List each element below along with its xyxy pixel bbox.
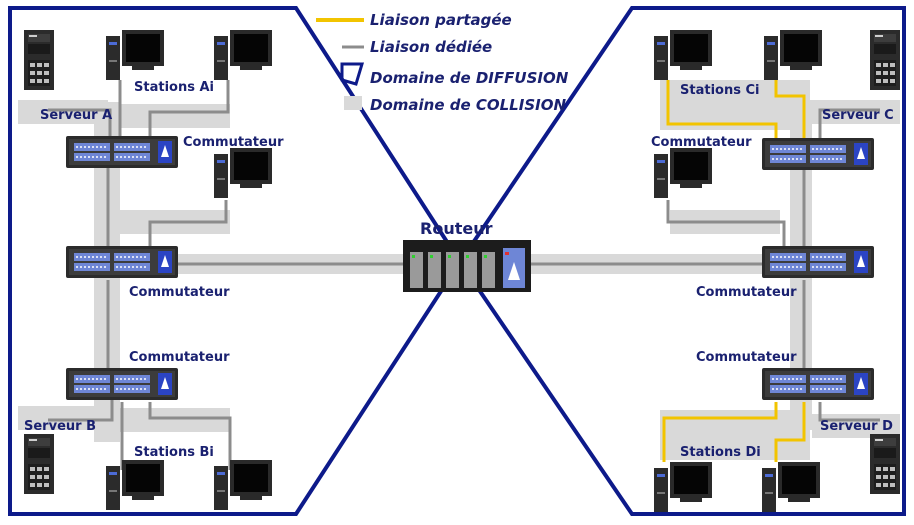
station-ci-2-icon (764, 30, 822, 80)
station-bi-2-icon (214, 460, 272, 510)
switch-left-bottom-label: Commutateur (129, 350, 230, 365)
dedicated-links-left (48, 80, 405, 470)
server-b-label: Serveur B (24, 419, 96, 434)
switch-left-bottom-icon (65, 367, 179, 401)
switch-right-top-label: Commutateur (651, 135, 752, 150)
legend-broadcast-label: Domaine de DIFFUSION (370, 69, 569, 87)
server-d-icon (870, 434, 900, 494)
server-c-icon (870, 30, 900, 90)
switch-right-top-icon (761, 137, 875, 171)
broadcast-domain-borders (8, 6, 906, 516)
switch-left-top-icon (65, 135, 179, 169)
router-icon (403, 240, 531, 292)
station-ai-2-icon (214, 30, 272, 80)
legend: Liaison partagée Liaison dédiée Domaine … (316, 11, 569, 114)
legend-broadcast-swatch (340, 62, 365, 86)
switch-left-mid-icon (65, 245, 179, 279)
switch-right-bottom-label: Commutateur (696, 350, 797, 365)
station-ai-1-icon (106, 30, 164, 80)
server-a-label: Serveur A (40, 108, 112, 123)
station-bi-1-icon (106, 460, 164, 510)
station-di-1-icon (654, 462, 712, 512)
switch-left-mid-label: Commutateur (129, 285, 230, 300)
legend-collision-swatch (344, 96, 362, 110)
server-d-label: Serveur D (820, 419, 893, 434)
legend-dedicated-label: Liaison dédiée (370, 38, 492, 56)
server-c-label: Serveur C (822, 108, 894, 123)
legend-shared-label: Liaison partagée (370, 11, 512, 29)
shared-links (662, 80, 806, 462)
stations-ai-label: Stations Ai (134, 80, 214, 95)
switch-right-bottom-icon (761, 367, 875, 401)
stations-bi-label: Stations Bi (134, 445, 214, 460)
station-di-2-icon (762, 462, 820, 512)
station-left-mid-icon (214, 148, 272, 198)
dedicated-links-right (528, 108, 880, 422)
server-a-icon (24, 30, 54, 90)
legend-collision-label: Domaine de COLLISION (370, 96, 566, 114)
switch-right-mid-label: Commutateur (696, 285, 797, 300)
station-right-mid-icon (654, 148, 712, 198)
server-b-icon (24, 434, 54, 494)
station-ci-1-icon (654, 30, 712, 80)
stations-di-label: Stations Di (680, 445, 761, 460)
switch-left-top-label: Commutateur (183, 135, 284, 150)
stations-ci-label: Stations Ci (680, 83, 759, 98)
router-label: Routeur (420, 219, 493, 238)
switch-right-mid-icon (761, 245, 875, 279)
